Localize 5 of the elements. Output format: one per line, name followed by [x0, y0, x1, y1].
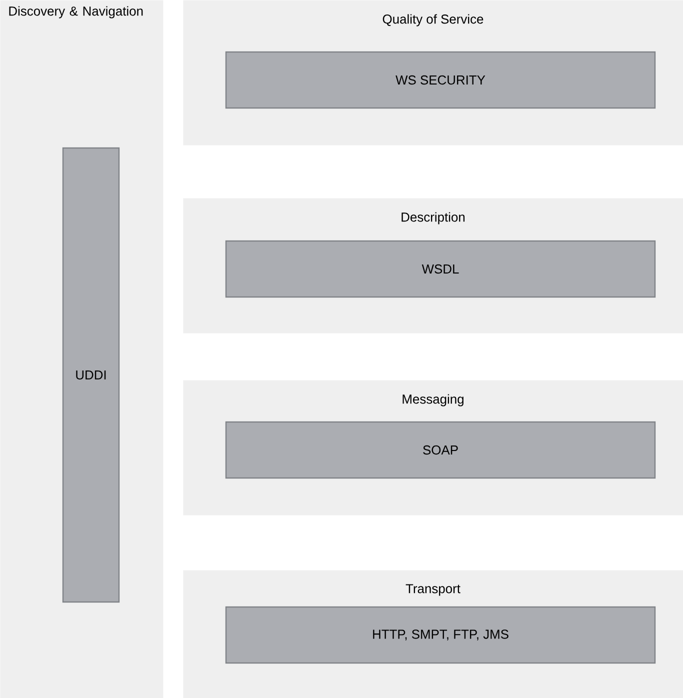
component-box: UDDI [62, 147, 120, 603]
component-box: SOAP [225, 421, 656, 479]
component-box: HTTP, SMPT, FTP, JMS [225, 606, 656, 664]
component-box: WSDL [225, 240, 656, 298]
component-box: WS SECURITY [225, 51, 656, 109]
